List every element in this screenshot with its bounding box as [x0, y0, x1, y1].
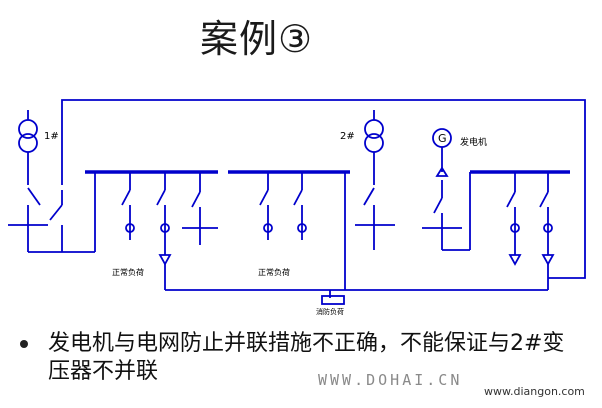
transformer-1-label: 1#	[44, 131, 59, 142]
source-credit: www.diangon.com	[484, 385, 585, 398]
slide-title: 案例③	[200, 17, 314, 61]
transformer-2-label: 2#	[340, 131, 355, 142]
load-label-1: 正常负荷	[112, 267, 144, 277]
generator-label: 发电机	[460, 136, 487, 148]
load-label-2: 正常负荷	[258, 267, 290, 277]
generator-symbol: G	[438, 132, 447, 145]
bullet-dot	[20, 340, 28, 348]
fire-load-label: 消防负荷	[316, 307, 344, 316]
watermark: WWW.DOHAI.CN	[318, 371, 463, 389]
bullet-text: 发电机与电网防止并联措施不正确，不能保证与2#变压器不并联	[48, 331, 565, 384]
wiring-diagram: 1# 2# G 发电机 正常负荷 正常负荷 消防负荷	[8, 99, 586, 316]
